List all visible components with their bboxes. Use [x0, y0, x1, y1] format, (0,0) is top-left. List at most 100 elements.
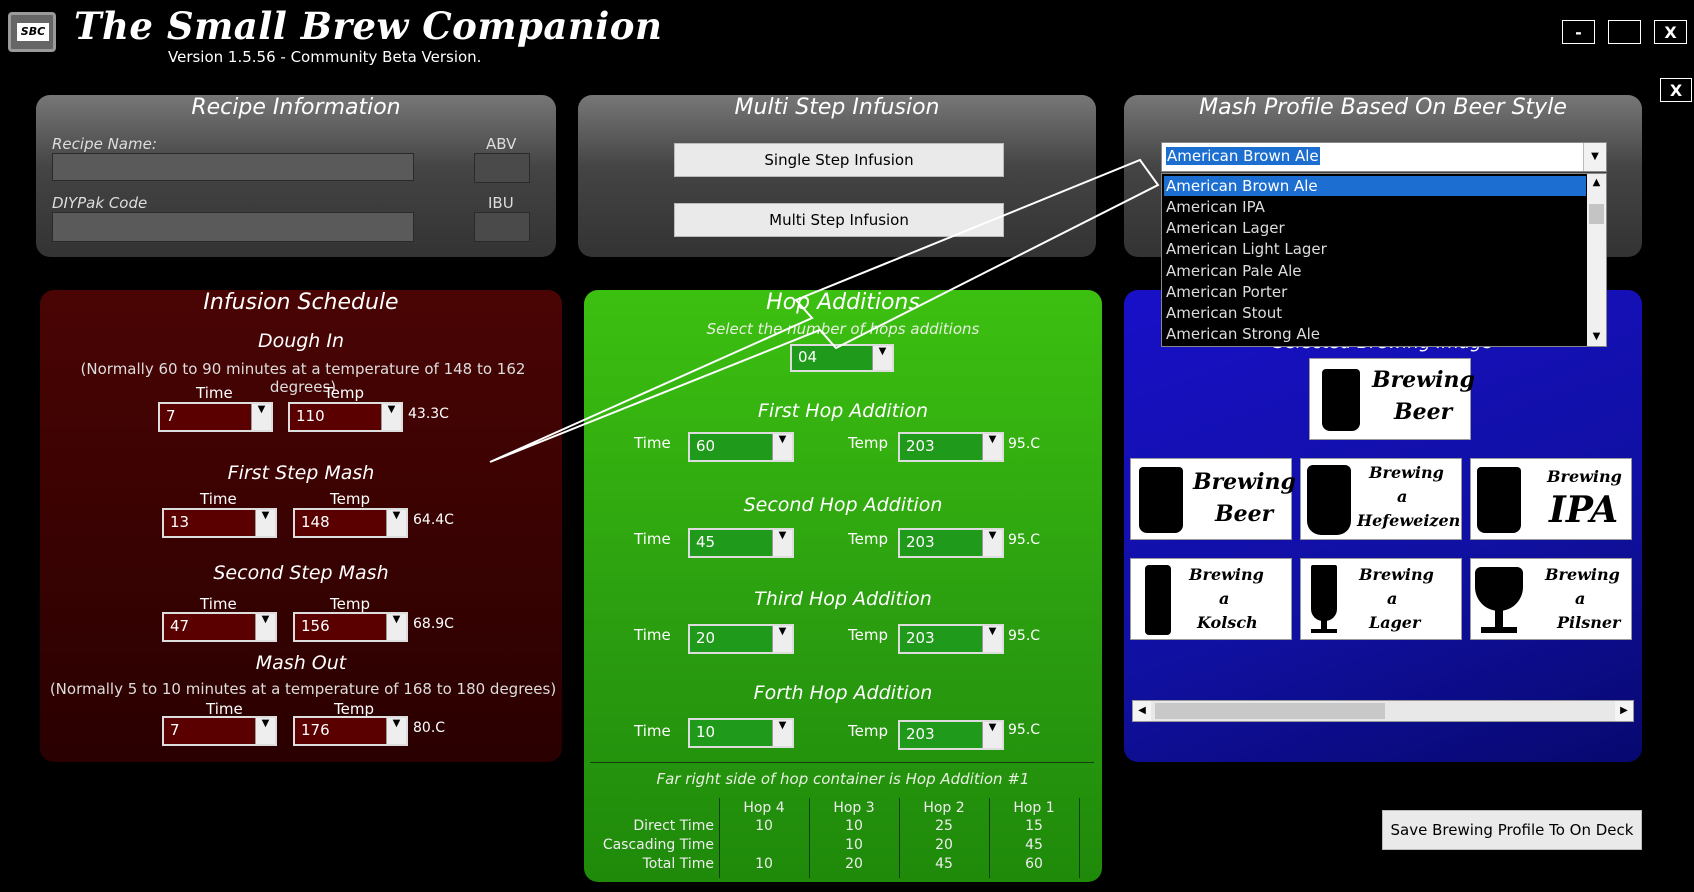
- hop-count-select[interactable]: 04▼: [790, 344, 894, 372]
- chevron-down-icon: ▼: [982, 434, 1002, 460]
- out-time-label: Time: [206, 700, 243, 718]
- scroll-left-icon[interactable]: ◀: [1133, 701, 1151, 721]
- image-card-beer[interactable]: Brewing Beer: [1130, 458, 1296, 540]
- hop-cell: 10: [845, 837, 863, 853]
- first-temp-select[interactable]: 148▼: [293, 508, 408, 538]
- first-time-label: Time: [200, 490, 237, 508]
- first-time-select[interactable]: 13▼: [162, 508, 277, 538]
- hop3-time-label: Time: [634, 626, 671, 644]
- hop2-temp-label: Temp: [848, 530, 888, 548]
- hop-cell: 60: [1025, 856, 1043, 872]
- hop-divider: [590, 762, 1094, 763]
- hop4-temp-label: Temp: [848, 722, 888, 740]
- beer-style-option[interactable]: American Strong Ale: [1166, 325, 1321, 343]
- dough-note: (Normally 60 to 90 minutes at a temperat…: [80, 360, 526, 396]
- hop2-temp-select[interactable]: 203▼: [898, 528, 1004, 558]
- second-temp-select[interactable]: 156▼: [293, 612, 408, 642]
- dough-temp-select[interactable]: 110▼: [288, 402, 403, 432]
- dough-time-label: Time: [196, 384, 233, 402]
- single-step-button[interactable]: Single Step Infusion: [674, 143, 1004, 177]
- diypak-input[interactable]: [52, 212, 414, 242]
- pint-glass-icon: [1139, 467, 1183, 533]
- hop2-time-select[interactable]: 45▼: [688, 528, 794, 558]
- scroll-thumb[interactable]: [1155, 703, 1385, 719]
- beer-style-option[interactable]: American Stout: [1166, 304, 1283, 322]
- chevron-down-icon: ▼: [772, 720, 792, 746]
- hop-table-divider: [899, 798, 900, 878]
- hop-panel: Hop Additions Select the number of hops …: [584, 290, 1102, 882]
- chevron-down-icon[interactable]: ▼: [1583, 143, 1606, 171]
- beer-style-option[interactable]: American Light Lager: [1166, 240, 1327, 258]
- beer-style-dropdown[interactable]: American Brown Ale American IPA American…: [1161, 173, 1607, 347]
- hop3-time-select[interactable]: 20▼: [688, 624, 794, 654]
- beer-style-option[interactable]: American IPA: [1166, 198, 1265, 216]
- image-card-kolsch[interactable]: Brewing a Kolsch: [1130, 558, 1292, 640]
- recipe-info-panel: Recipe Information Recipe Name: DIYPak C…: [36, 95, 556, 257]
- image-scrollbar[interactable]: ◀ ▶: [1132, 700, 1634, 722]
- hop1-time-select[interactable]: 60▼: [688, 432, 794, 462]
- beer-style-option[interactable]: American Pale Ale: [1166, 262, 1302, 280]
- scroll-right-icon[interactable]: ▶: [1615, 701, 1633, 721]
- hop1-title: First Hop Addition: [757, 400, 929, 422]
- ibu-input[interactable]: [474, 212, 530, 242]
- hop1-temp-select[interactable]: 203▼: [898, 432, 1004, 462]
- diypak-label: DIYPak Code: [52, 194, 148, 212]
- beer-style-option[interactable]: American Lager: [1166, 219, 1285, 237]
- chevron-down-icon: ▼: [255, 718, 275, 744]
- app-title: The Small Brew Companion: [74, 4, 663, 48]
- maximize-button[interactable]: [1608, 20, 1641, 44]
- second-step-title: Second Step Mash: [213, 562, 389, 584]
- second-time-select[interactable]: 47▼: [162, 612, 277, 642]
- chevron-up-icon[interactable]: ▲: [1592, 177, 1601, 188]
- hop-cell: 10: [755, 856, 773, 872]
- minimize-button[interactable]: -: [1562, 20, 1595, 44]
- save-profile-button[interactable]: Save Brewing Profile To On Deck: [1382, 810, 1642, 850]
- chevron-down-icon[interactable]: ▼: [1592, 331, 1601, 342]
- image-card-ipa[interactable]: Brewing IPA: [1470, 458, 1632, 540]
- beer-style-select[interactable]: American Brown Ale ▼: [1161, 142, 1607, 172]
- recipe-info-title: Recipe Information: [191, 95, 401, 120]
- hop-table-divider: [989, 798, 990, 878]
- hop2-celsius: 95.C: [1008, 532, 1041, 548]
- hop-table-header: Hop 1: [1013, 800, 1055, 816]
- multi-step-title: Multi Step Infusion: [734, 95, 940, 120]
- stange-glass-icon: [1145, 565, 1171, 635]
- hop-cell: 25: [935, 818, 953, 834]
- hop4-temp-select[interactable]: 203▼: [898, 720, 1004, 750]
- brewing-image-panel: Selected Brewing Image Brewing Beer Brew…: [1124, 290, 1642, 762]
- hop-row-label: Cascading Time: [602, 837, 714, 853]
- dough-time-select[interactable]: 7▼: [158, 402, 273, 432]
- lager-glass-icon: [1311, 565, 1337, 621]
- hop-table-divider: [719, 798, 720, 878]
- hop3-temp-select[interactable]: 203▼: [898, 624, 1004, 654]
- chevron-down-icon: ▼: [381, 404, 401, 430]
- multi-step-button[interactable]: Multi Step Infusion: [674, 203, 1004, 237]
- image-card-hefeweizen[interactable]: Brewing a Hefeweizen: [1300, 458, 1462, 540]
- hop-table-header: Hop 3: [833, 800, 875, 816]
- dough-in-title: Dough In: [257, 330, 345, 352]
- hop-table-divider: [809, 798, 810, 878]
- hop-cell: 15: [1025, 818, 1043, 834]
- image-card-pilsner[interactable]: Brewing a Pilsner: [1470, 558, 1632, 640]
- image-card-lager[interactable]: Brewing a Lager: [1300, 558, 1462, 640]
- mash-out-title: Mash Out: [255, 652, 347, 674]
- hop1-temp-label: Temp: [848, 434, 888, 452]
- dough-temp-label: Temp: [324, 384, 364, 402]
- out-time-select[interactable]: 7▼: [162, 716, 277, 746]
- hop-cell: 45: [1025, 837, 1043, 853]
- hop4-title: Forth Hop Addition: [753, 682, 933, 704]
- scroll-thumb[interactable]: [1589, 204, 1604, 224]
- abv-input[interactable]: [474, 153, 530, 183]
- recipe-name-input[interactable]: [52, 153, 414, 181]
- beer-style-option[interactable]: American Porter: [1166, 283, 1288, 301]
- hop4-time-select[interactable]: 10▼: [688, 718, 794, 748]
- hop4-time-label: Time: [634, 722, 671, 740]
- close-window-button[interactable]: X: [1654, 20, 1687, 44]
- hop-title: Hop Additions: [766, 290, 920, 315]
- close-form-button[interactable]: X: [1660, 78, 1692, 102]
- dropdown-scrollbar[interactable]: ▲ ▼: [1587, 174, 1606, 346]
- out-temp-select[interactable]: 176▼: [293, 716, 408, 746]
- beer-style-option[interactable]: American Brown Ale: [1164, 176, 1586, 196]
- chevron-down-icon: ▼: [982, 722, 1002, 748]
- logo-text: SBC: [17, 23, 49, 41]
